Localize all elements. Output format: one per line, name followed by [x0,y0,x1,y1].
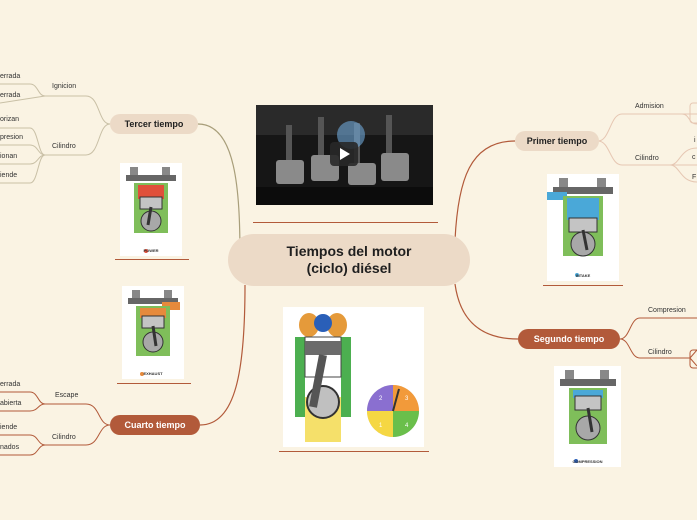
central-topic[interactable]: Tiempos del motor (ciclo) diésel [228,234,470,286]
leaf-label[interactable]: ionan [0,153,18,160]
play-icon[interactable] [330,142,358,166]
wheel-number: 3 [405,396,409,402]
sub-cilindro-primer[interactable]: Cilindro [635,155,659,162]
leaf-label[interactable]: abierta [0,400,22,407]
branch-primer-tiempo[interactable]: Primer tiempo [515,131,599,151]
sub-cilindro-tercer[interactable]: Cilindro [52,143,76,150]
engine-cycle-image: 2 3 1 4 [283,307,424,447]
compression-caption: COMPRESSION [572,459,603,464]
divider [543,285,623,286]
compression-stroke-image: COMPRESSION [554,366,621,467]
leaf-label[interactable]: presion [0,134,23,141]
leaf-label[interactable]: F [692,174,697,181]
leaf-label[interactable]: errada [0,381,21,388]
exhaust-stroke-image: EXHAUST [122,286,184,379]
leaf-label[interactable]: errada [0,73,21,80]
leaf-label[interactable]: orizan [0,116,20,123]
leaf-label[interactable]: nados [0,444,20,451]
power-stroke-image: POWER [120,163,182,256]
power-caption: POWER [143,248,159,253]
wheel-number: 2 [379,396,383,402]
wheel-number: 4 [405,423,409,429]
leaf-label[interactable]: iende [0,424,18,431]
sub-cilindro-segundo[interactable]: Cilindro [648,349,672,356]
branch-cuarto-tiempo[interactable]: Cuarto tiempo [110,415,200,435]
sub-compresion[interactable]: Compresion [648,307,686,314]
intake-stroke-image: INTAKE [547,174,619,281]
exhaust-caption: EXHAUST [143,371,163,376]
leaf-label[interactable]: c [692,154,696,161]
branch-tercer-tiempo[interactable]: Tercer tiempo [110,114,198,134]
sub-escape[interactable]: Escape [55,392,79,399]
sub-ignicion[interactable]: Ignicion [52,83,77,90]
intake-caption: INTAKE [575,273,591,278]
divider [253,222,438,223]
branch-segundo-tiempo[interactable]: Segundo tiempo [518,329,620,349]
video-thumbnail[interactable] [256,105,433,205]
divider [279,451,429,452]
leaf-label[interactable]: errada [0,92,21,99]
leaf-label[interactable]: iende [0,172,18,179]
sub-admision[interactable]: Admision [635,103,664,110]
divider [115,259,189,260]
divider [117,383,191,384]
leaf-label[interactable]: i [694,137,696,144]
wheel-number: 1 [379,423,383,429]
sub-cilindro-cuarto[interactable]: Cilindro [52,434,76,441]
